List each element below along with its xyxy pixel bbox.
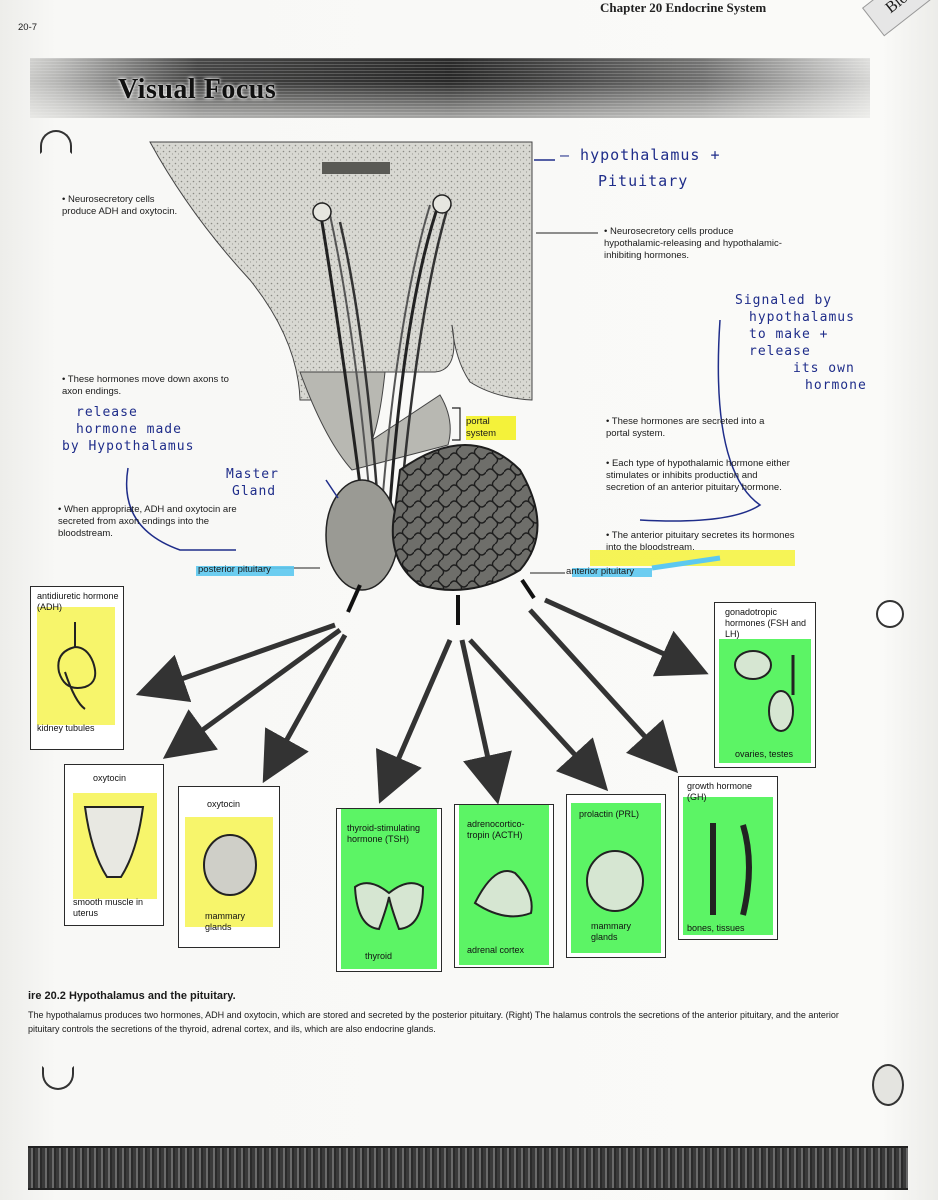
label-each-type: • Each type of hypothalamic hormone eith…: [606, 458, 790, 493]
mammary-gland-icon: [586, 850, 644, 912]
handwritten-signaled-line: its own: [793, 361, 855, 376]
target-card-gonadotropic: gonadotropic hormones (FSH and LH) ovari…: [714, 602, 816, 768]
handwritten-signaled-line: hormone: [805, 378, 867, 393]
target-card-gh: growth hormone (GH) bones, tissues: [678, 776, 778, 940]
target-hormone: gonadotropic hormones (FSH and LH): [725, 607, 807, 639]
handwritten-signaled-line: to make +: [749, 327, 829, 342]
target-hormone: oxytocin: [93, 773, 127, 783]
target-hormone: growth hormone (GH): [687, 781, 753, 802]
label-neurosecretory-releasing: • Neurosecretory cells produce hypothala…: [604, 226, 782, 261]
label-hormones-move-down: • These hormones move down axons to axon…: [62, 374, 229, 397]
handwritten-signaled-line: Signaled by: [735, 293, 833, 308]
target-card-acth: adrenocortico-tropin (ACTH) adrenal cort…: [454, 804, 554, 968]
binder-hole: [876, 600, 904, 628]
banner-title: Visual Focus: [118, 74, 277, 105]
target-card-adh: antidiuretic hormone (ADH) kidney tubule…: [30, 586, 124, 750]
target-card-tsh: thyroid-stimulating hormone (TSH) thyroi…: [336, 808, 442, 972]
target-card-oxytocin-mammary: oxytocin mammary glands: [178, 786, 280, 948]
target-card-oxytocin-uterus: oxytocin smooth muscle in uterus: [64, 764, 164, 926]
label-neurosecretory-adh: • Neurosecretory cells produce ADH and o…: [62, 194, 178, 217]
handwritten-title-line2: Pituitary: [598, 172, 689, 190]
handwritten-signaled-line: hypothalamus: [749, 310, 855, 325]
page-number: 20-7: [18, 22, 38, 33]
handwritten-release: release hormone made by Hypothalamus: [62, 404, 194, 455]
handwritten-release-line: release: [76, 405, 138, 420]
handwritten-master-line: Master: [226, 467, 279, 482]
pituitary-illustration: [125, 141, 795, 805]
handwritten-master-line: Gland: [232, 484, 277, 499]
target-organ: adrenal cortex: [467, 945, 525, 955]
target-organ: mammary glands: [591, 921, 631, 942]
handwritten-release-line: by Hypothalamus: [62, 439, 195, 454]
figure-caption-title: ire 20.2 Hypothalamus and the pituitary.: [28, 990, 236, 1002]
ovary-testes-icon: [734, 650, 795, 732]
target-organ: ovaries, testes: [735, 749, 794, 759]
binder-hole: [40, 130, 72, 154]
target-organ: smooth muscle in uterus: [73, 897, 144, 918]
target-organ: thyroid: [365, 951, 393, 961]
binder-hole: [872, 1064, 904, 1106]
figure-caption-body: The hypothalamus produces two hormones, …: [28, 1010, 839, 1034]
target-organ: kidney tubules: [37, 723, 95, 733]
binder-hole: [42, 1066, 74, 1090]
target-hormone: adrenocortico-tropin (ACTH): [467, 819, 525, 840]
handwritten-signaled: Signaled by hypothalamus to make + relea…: [735, 292, 867, 394]
uterus-icon: [83, 806, 145, 878]
label-when-appropriate: • When appropriate, ADH and oxytocin are…: [58, 504, 237, 539]
target-card-prl: prolactin (PRL) mammary glands: [566, 794, 666, 958]
handwritten-master-gland: Master Gland: [226, 466, 279, 500]
label-anterior-secretes: • The anterior pituitary secretes its ho…: [606, 530, 795, 553]
banner-fade: [30, 58, 870, 118]
label-anterior-pituitary: anterior pituitary: [566, 566, 635, 577]
chapter-header: Chapter 20 Endocrine System: [600, 0, 767, 15]
mammary-gland-icon: [203, 834, 257, 896]
target-hormone: thyroid-stimulating hormone (TSH): [347, 823, 421, 844]
thyroid-icon: [353, 882, 425, 931]
handwritten-signaled-line: release: [749, 344, 811, 359]
target-hormone: antidiuretic hormone (ADH): [37, 591, 119, 612]
label-posterior-pituitary: posterior pituitary: [198, 564, 271, 575]
kidney-tubule-icon: [57, 622, 97, 710]
target-hormone: oxytocin: [207, 799, 241, 809]
handwritten-release-line: hormone made: [76, 422, 182, 437]
adrenal-icon: [473, 870, 533, 918]
target-organ: mammary glands: [205, 911, 245, 932]
target-hormone: prolactin (PRL): [579, 809, 640, 819]
footer-bar: [28, 1146, 908, 1190]
target-organ: bones, tissues: [687, 923, 745, 933]
bone-icon: [710, 823, 752, 916]
label-secreted-portal: • These hormones are secreted into a por…: [606, 416, 765, 439]
handwritten-title-line1: — hypothalamus +: [560, 146, 721, 164]
label-portal-system: portal system: [466, 416, 516, 440]
highlight-green: [683, 797, 773, 935]
